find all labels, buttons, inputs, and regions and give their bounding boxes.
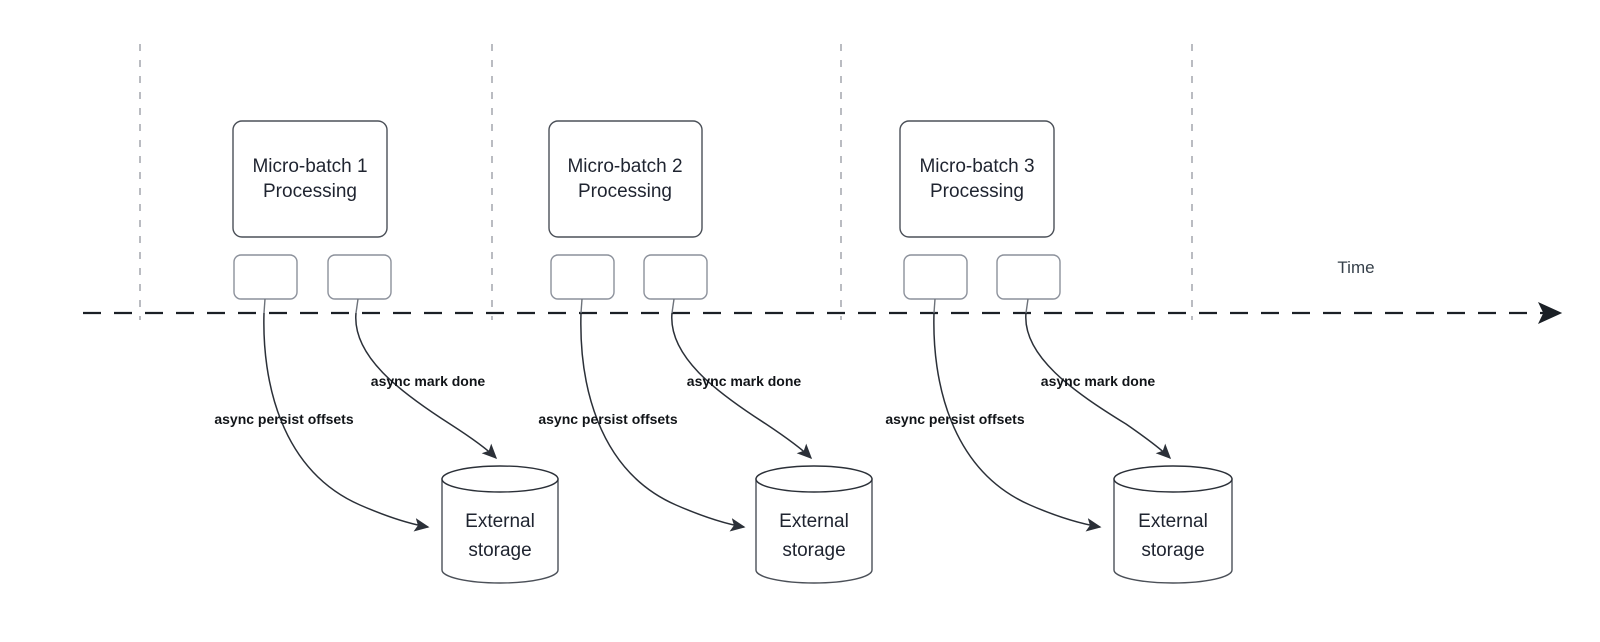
micro-batch-1-label-line2: Processing — [263, 181, 357, 202]
external-storage-3-label-line2: storage — [1141, 540, 1204, 561]
task-stem-3a — [933, 298, 936, 314]
task-stem-1a — [263, 298, 266, 314]
task-box-1a[interactable] — [233, 254, 298, 300]
edge-label-async-mark-done-2: async mark done — [687, 373, 802, 389]
micro-batch-1-box[interactable] — [232, 120, 388, 238]
external-storage-1-label-line2: storage — [468, 540, 531, 561]
external-storage-2-label-line1: External — [779, 511, 849, 532]
micro-batch-3-label-line2: Processing — [930, 181, 1024, 202]
micro-batch-3-label-line1: Micro-batch 3 — [919, 156, 1034, 177]
micro-batch-2-label-line2: Processing — [578, 181, 672, 202]
edge-label-async-persist-offsets-3: async persist offsets — [885, 411, 1024, 427]
task-stem-2a — [580, 298, 583, 314]
external-storage-1[interactable] — [441, 465, 559, 584]
task-box-2a[interactable] — [550, 254, 615, 300]
flow-async-mark-done-1 — [355, 312, 498, 460]
task-stem-2b — [671, 298, 675, 314]
task-box-3b[interactable] — [996, 254, 1061, 300]
edge-label-async-mark-done-1: async mark done — [371, 373, 486, 389]
batch-dividers — [139, 44, 1193, 320]
edge-label-async-persist-offsets-1: async persist offsets — [214, 411, 353, 427]
external-storage-3-label-line1: External — [1138, 511, 1208, 532]
edge-label-async-mark-done-3: async mark done — [1041, 373, 1156, 389]
micro-batch-3-box[interactable] — [899, 120, 1055, 238]
external-storage-2-label-line2: storage — [782, 540, 845, 561]
time-axis-label: Time — [1337, 258, 1374, 277]
flow-async-persist-offsets-1 — [263, 312, 430, 532]
task-box-2b[interactable] — [643, 254, 708, 300]
flow-async-mark-done-3 — [1025, 312, 1172, 460]
group-3 — [899, 120, 1233, 584]
flow-async-mark-done-2 — [671, 312, 813, 460]
group-1 — [232, 120, 559, 584]
flow-async-persist-offsets-2 — [580, 312, 746, 532]
micro-batch-2-label-line1: Micro-batch 2 — [567, 156, 682, 177]
task-box-3a[interactable] — [903, 254, 968, 300]
external-storage-1-label-line1: External — [465, 511, 535, 532]
group-2 — [548, 120, 873, 584]
external-storage-2[interactable] — [755, 465, 873, 584]
external-storage-3[interactable] — [1113, 465, 1233, 584]
task-stem-3b — [1025, 298, 1029, 314]
flow-async-persist-offsets-3 — [933, 312, 1102, 532]
task-box-1b[interactable] — [327, 254, 392, 300]
micro-batch-1-label-line1: Micro-batch 1 — [252, 156, 367, 177]
micro-batch-2-box[interactable] — [548, 120, 703, 238]
task-stem-1b — [355, 298, 359, 314]
edge-label-async-persist-offsets-2: async persist offsets — [538, 411, 677, 427]
